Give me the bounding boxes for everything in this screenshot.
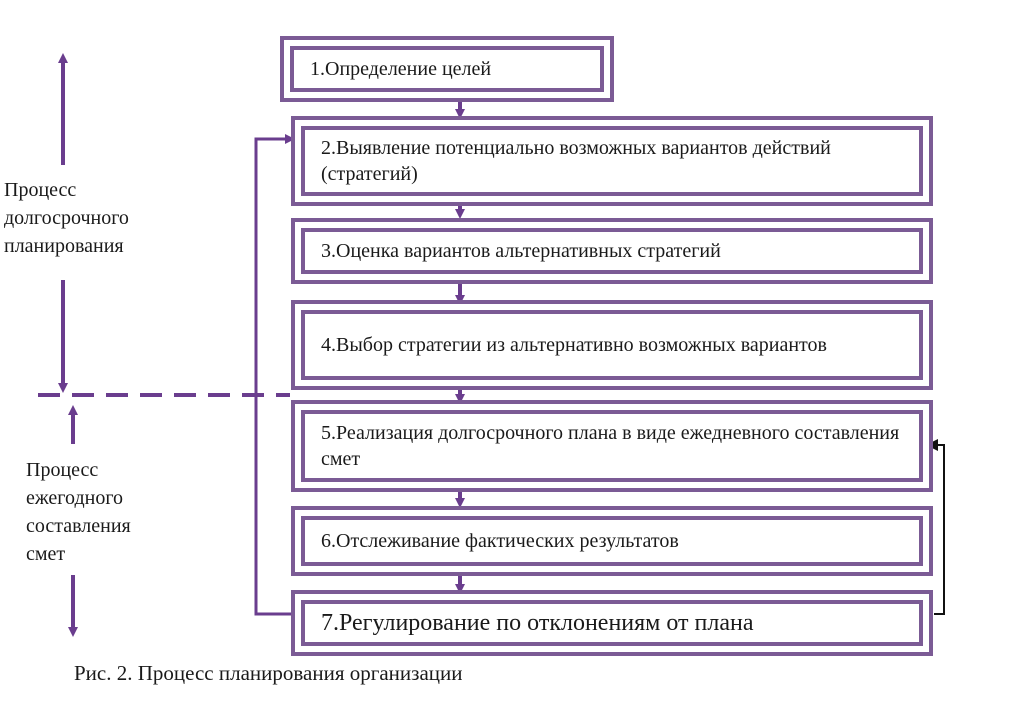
step-1-box: 1.Определение целей bbox=[280, 36, 614, 102]
step-2-box: 2.Выявление потенциально возможных вариа… bbox=[291, 116, 933, 206]
step-5-label: 5.Реализация долгосрочного плана в виде … bbox=[321, 422, 900, 470]
step-6-label: 6.Отслеживание фактических результатов bbox=[321, 530, 679, 552]
step-4-box: 4.Выбор стратегии из альтернативно возмо… bbox=[291, 300, 933, 390]
annual-budgeting-label: Процесс ежегодного составления смет bbox=[26, 459, 131, 564]
step-7-label: 7.Регулирование по отклонениям от плана bbox=[321, 610, 754, 636]
step-5-box: 5.Реализация долгосрочного плана в виде … bbox=[291, 400, 933, 492]
step-2-label: 2.Выявление потенциально возможных вариа… bbox=[321, 137, 831, 185]
long-term-planning-label: Процесс долгосрочного планирования bbox=[4, 179, 129, 257]
step-6-box: 6.Отслеживание фактических результатов bbox=[291, 506, 933, 576]
feedback-loop-right bbox=[926, 439, 945, 615]
step-3-label: 3.Оценка вариантов альтернативных страте… bbox=[321, 240, 721, 262]
step-1-label: 1.Определение целей bbox=[310, 58, 492, 80]
step-7-box: 7.Регулирование по отклонениям от плана bbox=[291, 590, 933, 656]
feedback-loop-left bbox=[254, 134, 296, 616]
figure-caption: Рис. 2. Процесс планирования организации bbox=[74, 661, 463, 685]
step-3-box: 3.Оценка вариантов альтернативных страте… bbox=[291, 218, 933, 284]
step-4-label: 4.Выбор стратегии из альтернативно возмо… bbox=[321, 334, 827, 356]
